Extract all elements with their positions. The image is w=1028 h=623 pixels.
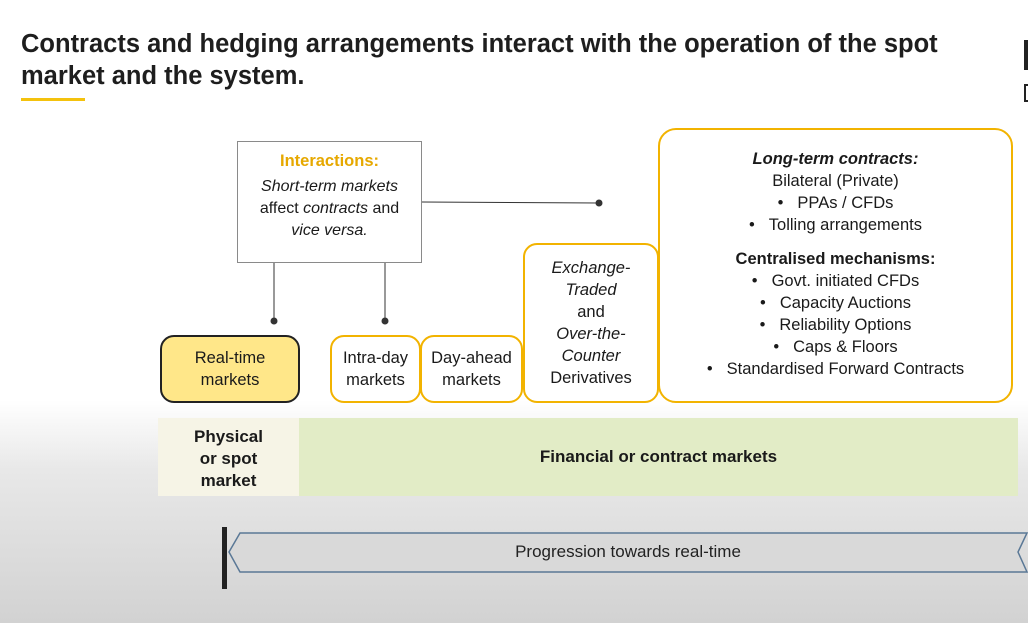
longterm-bullet: PPAs / CFDs — [778, 192, 893, 214]
progression-arrow — [228, 532, 1028, 573]
realtime-line2: markets — [200, 371, 260, 389]
interactions-line2-pre: affect — [259, 200, 304, 217]
realtime-markets-box: Real-time markets — [160, 335, 300, 403]
longterm-sub: Bilateral (Private) — [772, 172, 899, 190]
central-bullet: Standardised Forward Contracts — [707, 358, 965, 380]
central-bullet: Govt. initiated CFDs — [752, 270, 920, 292]
interactions-line2-italic: contracts — [303, 200, 369, 217]
derivatives-line3: and — [577, 303, 605, 321]
connector-longterm — [421, 201, 600, 204]
realtime-line1: Real-time — [194, 349, 266, 367]
financial-label: Financial or contract markets — [539, 447, 778, 466]
realtime-marker-bar — [222, 527, 227, 589]
central-bullet: Caps & Floors — [773, 336, 898, 358]
interactions-line2-post: and — [368, 200, 400, 217]
longterm-bullet: Tolling arrangements — [749, 214, 922, 236]
central-bullet: Capacity Auctions — [760, 292, 911, 314]
financial-market-band: Financial or contract markets — [299, 418, 1018, 496]
edge-mark-bracket — [1024, 84, 1028, 102]
interactions-heading: Interactions: — [279, 152, 380, 170]
physical-market-band: Physical or spot market — [158, 418, 299, 496]
intraday-line1: Intra-day — [342, 349, 409, 367]
physical-line2: or spot — [199, 449, 258, 468]
connector-dot-longterm — [595, 199, 603, 207]
connector-dot-realtime — [270, 317, 278, 325]
derivatives-line4: Over-the- — [556, 325, 626, 343]
longterm-contracts-box: Long-term contracts: Bilateral (Private)… — [658, 128, 1013, 403]
dayahead-markets-box: Day-ahead markets — [420, 335, 523, 403]
derivatives-box: Exchange- Traded and Over-the- Counter D… — [523, 243, 659, 403]
intraday-line2: markets — [346, 371, 405, 389]
dayahead-line2: markets — [442, 371, 501, 389]
title-underline — [21, 98, 85, 101]
physical-line3: market — [200, 471, 257, 490]
longterm-heading: Long-term contracts: — [752, 150, 919, 168]
interactions-line3: vice versa. — [291, 222, 368, 239]
central-bullet: Reliability Options — [760, 314, 911, 336]
derivatives-line5: Counter — [561, 347, 621, 365]
central-heading: Centralised mechanisms: — [735, 250, 936, 268]
interactions-body: Short-term markets affect contracts and … — [238, 176, 421, 242]
derivatives-line6: Derivatives — [550, 369, 632, 387]
dayahead-line1: Day-ahead — [431, 349, 512, 367]
interactions-box: Interactions: Short-term markets affect … — [237, 141, 422, 263]
progression-label: Progression towards real-time — [515, 542, 741, 561]
connector-dot-intraday — [381, 317, 389, 325]
slide-title: Contracts and hedging arrangements inter… — [21, 30, 938, 90]
physical-line1: Physical — [194, 427, 263, 446]
derivatives-line2: Traded — [565, 281, 617, 299]
edge-mark — [1024, 40, 1028, 70]
interactions-line1: Short-term markets — [261, 178, 398, 195]
intraday-markets-box: Intra-day markets — [330, 335, 421, 403]
derivatives-line1: Exchange- — [551, 259, 631, 277]
